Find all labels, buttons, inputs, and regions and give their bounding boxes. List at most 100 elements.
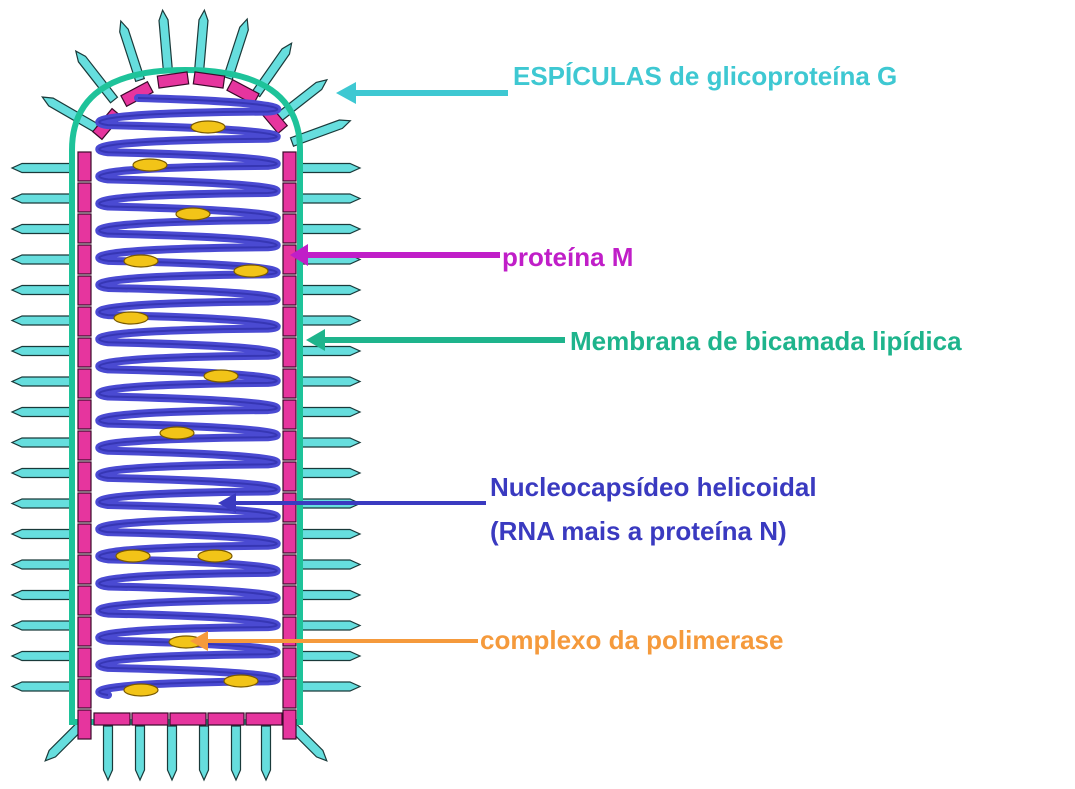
spicule	[10, 315, 71, 326]
label-spicules: ESPÍCULAS de glicoproteína G	[513, 61, 897, 91]
protein-m-segment	[282, 616, 297, 647]
protein-m-segment	[77, 399, 92, 430]
arrow-membrane	[306, 329, 565, 351]
spicule	[301, 345, 362, 357]
spicule	[301, 681, 362, 692]
polymerase-complex	[115, 549, 151, 563]
protein-m-layer	[77, 71, 297, 740]
arrow-spicules	[336, 82, 508, 104]
protein-m-segment	[282, 461, 297, 492]
spicule	[10, 254, 71, 265]
spicule	[301, 620, 362, 631]
protein-m-segment	[282, 585, 297, 616]
label-protein-m: proteína M	[502, 242, 633, 272]
helical-nucleocapsid	[95, 94, 282, 699]
protein-m-segment	[282, 709, 297, 740]
spicule	[230, 725, 242, 782]
spicule	[10, 345, 71, 357]
polymerase-complex	[197, 549, 233, 563]
protein-m-segment	[77, 709, 92, 740]
label-nucleocapsid-line1: Nucleocapsídeo helicoidal	[490, 472, 817, 502]
arrow-nucleocapsid	[218, 493, 486, 513]
protein-m-segment	[169, 712, 207, 726]
arrow-polymerase	[190, 631, 478, 651]
protein-m-segment	[77, 275, 92, 306]
nucleocapsid-coil-edge	[98, 97, 279, 696]
spicule	[10, 284, 71, 296]
polymerase-complex	[233, 264, 269, 278]
spicule	[301, 467, 362, 479]
protein-m-segment	[77, 213, 92, 244]
spicule	[10, 406, 71, 418]
spicule	[301, 376, 362, 387]
polymerase-complex	[113, 311, 149, 325]
protein-m-segment	[282, 399, 297, 430]
spicule	[10, 376, 71, 387]
protein-m-segment	[77, 306, 92, 337]
spicule	[301, 193, 362, 204]
protein-m-segment	[282, 213, 297, 244]
protein-m-segment	[282, 647, 297, 678]
spicule	[301, 284, 362, 296]
polymerase-complex	[123, 254, 159, 268]
glycoprotein-g-spicules	[10, 8, 362, 782]
protein-m-segment	[282, 182, 297, 213]
protein-m-segment	[77, 244, 92, 275]
polymerase-complex	[123, 683, 159, 697]
spicule	[289, 119, 352, 147]
spicule	[10, 193, 71, 204]
spicule	[260, 725, 272, 782]
protein-m-segment	[120, 80, 154, 108]
protein-m-segment	[77, 430, 92, 461]
spicule	[301, 406, 362, 418]
protein-m-segment	[77, 337, 92, 368]
protein-m-segment	[77, 492, 92, 523]
spicule	[10, 528, 71, 540]
protein-m-segment	[245, 712, 283, 726]
spicule	[158, 8, 174, 74]
spicule	[166, 725, 178, 782]
protein-m-segment	[282, 492, 297, 523]
spicule	[301, 650, 362, 662]
spicule	[10, 498, 71, 509]
spicule	[119, 19, 146, 83]
protein-m-segment	[77, 461, 92, 492]
protein-m-segment	[282, 275, 297, 306]
label-nucleocapsid-line2: (RNA mais a proteína N)	[490, 516, 787, 546]
spicule	[301, 437, 362, 448]
spicule	[301, 223, 362, 235]
polymerase-complex	[132, 158, 168, 172]
polymerase-complex	[190, 120, 226, 134]
protein-m-segment	[282, 337, 297, 368]
spicule	[10, 681, 71, 692]
protein-m-segment	[156, 71, 190, 89]
protein-m-segment	[282, 554, 297, 585]
protein-m-segment	[282, 523, 297, 554]
spicule	[193, 8, 209, 74]
protein-m-segment	[77, 678, 92, 709]
protein-m-segment	[282, 678, 297, 709]
protein-m-segment	[77, 182, 92, 213]
protein-m-segment	[282, 430, 297, 461]
spicule	[301, 559, 362, 570]
spicule	[74, 49, 119, 104]
label-polymerase: complexo da polimerase	[480, 625, 783, 655]
label-membrane: Membrana de bicamada lipídica	[570, 326, 962, 356]
protein-m-segment	[282, 368, 297, 399]
lipid-bilayer-membrane	[69, 66, 303, 725]
polymerase-complex	[175, 207, 211, 221]
protein-m-segment	[226, 78, 260, 106]
protein-m-segment	[77, 616, 92, 647]
protein-m-segment	[77, 523, 92, 554]
protein-m-segment	[93, 712, 131, 726]
spicule	[10, 223, 71, 235]
protein-m-segment	[282, 244, 297, 275]
spicule	[10, 589, 71, 601]
protein-m-segment	[77, 647, 92, 678]
spicule	[10, 620, 71, 631]
protein-m-segment	[77, 368, 92, 399]
polymerase-complex	[203, 369, 239, 383]
protein-m-segment	[77, 585, 92, 616]
protein-m-segment	[192, 71, 226, 89]
